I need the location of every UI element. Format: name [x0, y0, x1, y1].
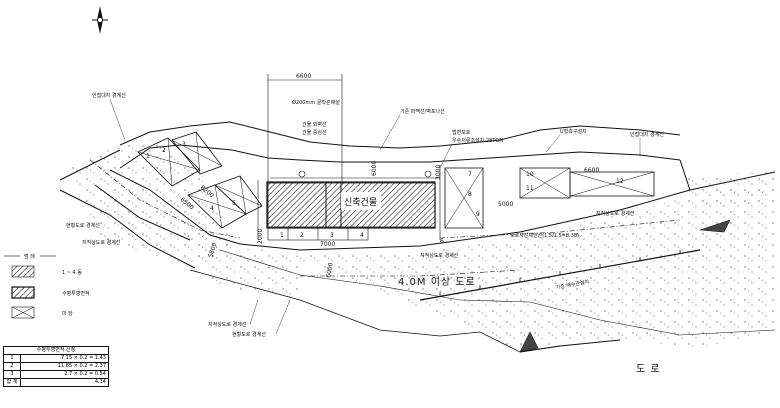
- lot-6-label: 6: [440, 238, 444, 245]
- lot-5-label: 5: [232, 200, 236, 207]
- legend-solid-label: 수평투영면적: [62, 290, 90, 297]
- area-table: 수평투영면적 산정 1 7.15 × 0.2 = 1.43 2 11.85 × …: [3, 346, 109, 387]
- lot-1-label: 1: [146, 153, 150, 160]
- left-lots: [137, 131, 263, 229]
- dim-mid: 6000: [325, 262, 335, 278]
- dim-right-a: 5000: [498, 201, 513, 208]
- anno-slope: 법면보호: [452, 129, 471, 136]
- road-label-2: 도 로: [636, 364, 661, 375]
- dim-vertical: 6000: [371, 161, 378, 176]
- legend-cross-label: 마 당: [62, 310, 73, 317]
- area-total-row: 합 계 4.34: [3, 378, 109, 387]
- lot-12-label: 12: [616, 178, 624, 185]
- drain-line: [419, 249, 701, 301]
- anno-bottom-1: 지적상도로 경계선: [208, 321, 247, 328]
- lot-9-label: 9: [476, 211, 480, 218]
- lot-11-label: 11: [526, 185, 534, 192]
- area-total-value: 4.34: [20, 378, 109, 387]
- dim-bottom-main: 7000: [320, 241, 335, 248]
- anno-bottom-2: 현황도로 경계선: [232, 331, 266, 338]
- legend-hatch-swatch: [11, 265, 35, 278]
- lot-2-bottom: 2: [300, 232, 304, 239]
- lot-7-label: 7: [468, 171, 472, 178]
- dim-right-b: 6600: [584, 167, 599, 174]
- anno-left-1: 현황도로 경계선: [66, 222, 100, 229]
- anno-drain: U형측구설치: [560, 128, 587, 135]
- right-lots: [444, 167, 655, 229]
- building-title: 신축건물: [344, 197, 377, 208]
- anno-bldg-1: 건물 외벽선: [302, 121, 327, 128]
- lot-3-label: 3: [182, 141, 186, 148]
- legend-cross-swatch: [11, 306, 35, 319]
- area-row-no: 1: [3, 354, 21, 363]
- anno-wall: 기존 퍼맥선/벽포나선: [400, 108, 445, 115]
- dim-small-a: 2000: [257, 229, 264, 244]
- legend-title: 범 례: [24, 253, 35, 260]
- lot-2-label: 2: [162, 147, 166, 154]
- anno-top-right: 인접대지 경계선: [630, 131, 664, 138]
- north-arrow-icon: [92, 6, 108, 34]
- area-total-label: 합 계: [3, 378, 21, 387]
- anno-pipe: Ø200mm 굴착관매설: [292, 99, 340, 106]
- area-row-calc: 2.7 × 0.2 = 0.54: [20, 370, 109, 379]
- lot-1-bottom: 1: [280, 232, 284, 239]
- anno-bldg-2: 건물 중심선: [302, 129, 327, 136]
- anno-right-mid: 지적상도로 경계선: [596, 210, 635, 217]
- dim-top: 6600: [296, 73, 311, 80]
- area-table-title: 수평투영면적 산정: [3, 346, 109, 355]
- table-row: 2 11.85 × 0.2 = 2.37: [3, 362, 109, 371]
- dim-bottom-left: 5800: [207, 242, 218, 259]
- table-row: 3 2.7 × 0.2 = 0.54: [3, 370, 109, 379]
- legend: 범 례 1 ~ 4 동 수평투영면적 마 당: [4, 253, 90, 319]
- anno-setback: 도로사선제한선(1.5/1.5=8.38): [510, 232, 579, 239]
- new-building: [257, 165, 441, 241]
- area-row-calc: 7.15 × 0.2 = 1.43: [20, 354, 109, 363]
- lot-4-bottom: 4: [360, 232, 364, 239]
- annotations: 인접대지 경계선 Ø200mm 굴착관매설 기존 퍼맥선/벽포나선 건물 외벽선…: [66, 92, 664, 338]
- area-row-no: 2: [3, 362, 21, 371]
- area-row-no: 3: [3, 370, 21, 379]
- site-boundary: [59, 121, 776, 269]
- area-table-title-row: 수평투영면적 산정: [3, 346, 109, 355]
- area-row-calc: 11.85 × 0.2 = 2.37: [20, 362, 109, 371]
- anno-mid-road: 지적상도로 경계선: [420, 252, 459, 259]
- dim-small-b: 3000: [435, 165, 442, 180]
- legend-hatch-label: 1 ~ 4 동: [62, 270, 82, 276]
- lot-8-label: 8: [468, 191, 472, 198]
- road-label: 4.0M 이상 도로: [398, 276, 476, 288]
- table-row: 1 7.15 × 0.2 = 1.43: [3, 354, 109, 363]
- lot-3-bottom: 3: [330, 232, 334, 239]
- anno-top-left: 인접대지 경계선: [92, 92, 126, 99]
- anno-left-2: 지적상도로 경계선: [82, 239, 121, 246]
- legend-solid-swatch: [11, 286, 35, 299]
- anno-tank: 우수저류조설치-28TON: [452, 137, 503, 144]
- lot-4-label: 4: [210, 205, 214, 212]
- lot-10-label: 10: [526, 171, 534, 178]
